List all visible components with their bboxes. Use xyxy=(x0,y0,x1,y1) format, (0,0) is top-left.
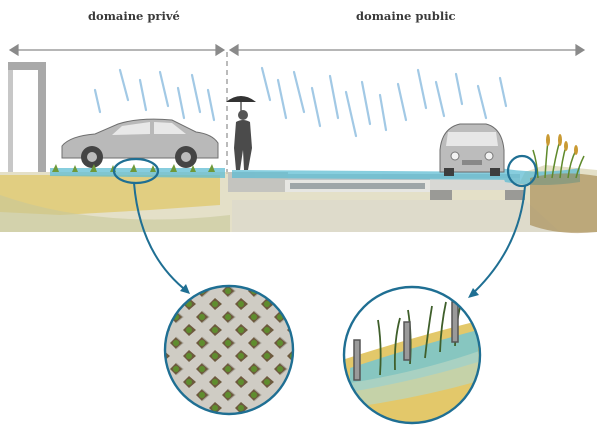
drainpipe-icon xyxy=(8,62,46,172)
boundary-arrows-icon xyxy=(8,43,586,57)
callout-arrowhead-right xyxy=(468,288,479,298)
sedan-car-icon xyxy=(61,118,219,168)
grass-paving-strip xyxy=(52,164,215,172)
callout-arrow-right xyxy=(469,185,526,297)
callout-highlight-right xyxy=(506,154,538,188)
public-domain-label: domaine public xyxy=(356,9,456,23)
private-domain-label: domaine privé xyxy=(88,9,180,23)
person-with-umbrella-icon xyxy=(226,96,256,170)
planted-channel-detail xyxy=(344,287,480,423)
grass-paver-detail-frame xyxy=(163,284,295,416)
callout-arrowhead-left xyxy=(180,284,190,294)
planted-channel-detail-frame xyxy=(342,285,482,425)
reeds-icon xyxy=(530,134,597,234)
grass-paver-detail xyxy=(165,286,293,414)
callout-highlight-left xyxy=(112,157,160,185)
small-car-front-icon xyxy=(439,123,505,176)
rain-icon xyxy=(93,66,508,138)
callout-arrow-left xyxy=(133,182,189,293)
